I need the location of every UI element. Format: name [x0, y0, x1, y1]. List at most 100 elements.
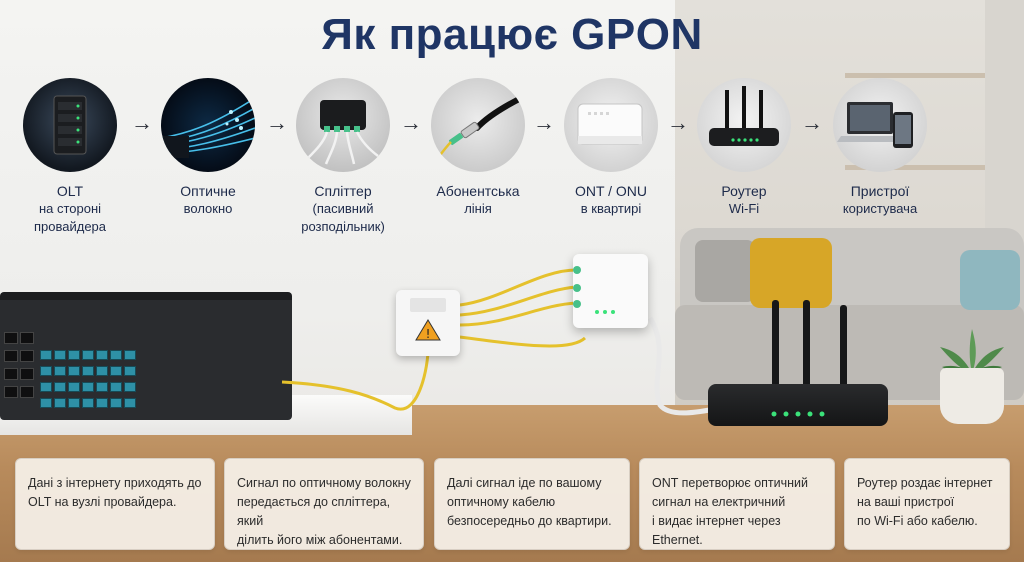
fiber-port: [54, 398, 66, 408]
step-title: OLT: [56, 183, 84, 199]
info-card-olt: Дані з інтернету приходять до OLT на вуз…: [15, 458, 215, 550]
card-text: передається до спліттера, який: [237, 495, 391, 528]
info-card-router: Роутер роздає інтернет на ваші пристрої …: [844, 458, 1010, 550]
router-antenna: [803, 300, 810, 388]
fiber-port: [82, 398, 94, 408]
wall-shelf: [845, 165, 985, 170]
info-card-ont: ONT перетворює оптичний сигнал на електр…: [639, 458, 835, 550]
card-text: Далі сигнал іде по вашому: [447, 476, 602, 490]
step-subtitle: волокно: [183, 201, 233, 216]
ethernet-port: [20, 332, 34, 344]
fiber-port: [124, 350, 136, 360]
card-text: сигнал на електричний: [652, 495, 786, 509]
step-title: Роутер: [721, 183, 767, 199]
step-title: Оптичне: [180, 183, 236, 199]
step-router: Роутер Wi-Fi: [674, 78, 814, 218]
ethernet-port: [20, 350, 34, 362]
fiber-port: [82, 366, 94, 376]
fiber-port: [40, 382, 52, 392]
olt-rack-device: [0, 292, 292, 420]
card-text: ділить його між абонентами.: [237, 533, 403, 547]
card-text: ONT перетворює оптичний: [652, 476, 809, 490]
fiber-port: [110, 382, 122, 392]
step-fiber: Оптичне волокно: [138, 78, 278, 218]
fiber-port: [40, 398, 52, 408]
card-text: Роутер роздає інтернет: [857, 476, 993, 490]
arrow-right-icon: →: [801, 110, 823, 135]
step-splitter: Спліттер (пасивний розподільник): [273, 78, 413, 236]
plant-leaves-icon: [940, 329, 1004, 374]
router-antenna: [772, 300, 779, 388]
step-subtitle: на стороні: [38, 201, 102, 216]
arrow-right-icon: →: [266, 110, 288, 135]
fiber-port: [96, 382, 108, 392]
step-subscriber-line: Абонентська лінія: [408, 78, 548, 218]
step-title: Абонентська: [436, 183, 520, 199]
step-subtitle: в квартирі: [580, 201, 642, 216]
teal-pillow: [960, 250, 1020, 310]
step-title: Спліттер: [314, 183, 372, 199]
fiber-port: [40, 350, 52, 360]
router-leds-icon: [771, 411, 825, 417]
ethernet-port: [20, 386, 34, 398]
fiber-port: [40, 366, 52, 376]
router-device: [708, 384, 888, 426]
step-subtitle: розподільник): [301, 219, 385, 234]
fiber-port: [96, 366, 108, 376]
card-text: по Wi-Fi або кабелю.: [857, 514, 978, 528]
splitter-icon: [296, 78, 390, 172]
card-text: оптичному кабелю: [447, 495, 556, 509]
fiber-port: [82, 350, 94, 360]
fiber-port: [54, 366, 66, 376]
fiber-port: [96, 350, 108, 360]
card-text: безпосередньо до квартири.: [447, 514, 612, 528]
step-subtitle: Wi-Fi: [728, 201, 760, 216]
card-text: Дані з інтернету приходять до: [28, 476, 202, 490]
ont-onu-icon: [564, 78, 658, 172]
arrow-right-icon: →: [667, 110, 689, 135]
step-subtitle: (пасивний: [312, 201, 374, 216]
step-ont: ONT / ONU в квартирі: [541, 78, 681, 218]
grey-pillow: [695, 240, 755, 302]
fiber-port: [54, 382, 66, 392]
arrow-right-icon: →: [533, 110, 555, 135]
card-text: Сигнал по оптичному волокну: [237, 476, 411, 490]
step-subtitle: провайдера: [33, 219, 107, 234]
card-text: на ваші пристрої: [857, 495, 955, 509]
card-text: OLT на вузлі провайдера.: [28, 495, 177, 509]
ont-leds-icon: [573, 266, 615, 314]
step-subtitle: лінія: [464, 201, 492, 216]
ethernet-port: [20, 368, 34, 380]
fiber-port: [124, 366, 136, 376]
fiber-port: [110, 350, 122, 360]
fiber-port: [68, 382, 80, 392]
wall-shelf: [845, 73, 985, 78]
info-card-fiber: Сигнал по оптичному волокну передається …: [224, 458, 424, 550]
warning-icon: !: [410, 298, 446, 341]
olt-server-icon: [23, 78, 117, 172]
fiber-optic-icon: [161, 78, 255, 172]
step-olt: OLT на стороні провайдера: [0, 78, 140, 236]
fiber-port: [124, 398, 136, 408]
fiber-port: [110, 366, 122, 376]
ethernet-port: [4, 350, 18, 362]
fiber-port: [82, 382, 94, 392]
fiber-port: [124, 382, 136, 392]
router-antenna: [840, 305, 847, 387]
fiber-port: [54, 350, 66, 360]
info-card-cable: Далі сигнал іде по вашому оптичному кабе…: [434, 458, 630, 550]
fiber-port: [68, 350, 80, 360]
ethernet-port: [4, 368, 18, 380]
plant-pot: [940, 368, 1004, 424]
ethernet-port: [4, 332, 18, 344]
fiber-port: [110, 398, 122, 408]
svg-text:!: !: [426, 327, 431, 341]
step-devices: Пристрої користувача: [810, 78, 950, 218]
splitter-box-device: !: [396, 290, 460, 356]
page-title: Як працює GPON: [321, 10, 703, 59]
fiber-port: [96, 398, 108, 408]
fiber-port: [68, 366, 80, 376]
fiber-port: [68, 398, 80, 408]
subscriber-cable-icon: [431, 78, 525, 172]
